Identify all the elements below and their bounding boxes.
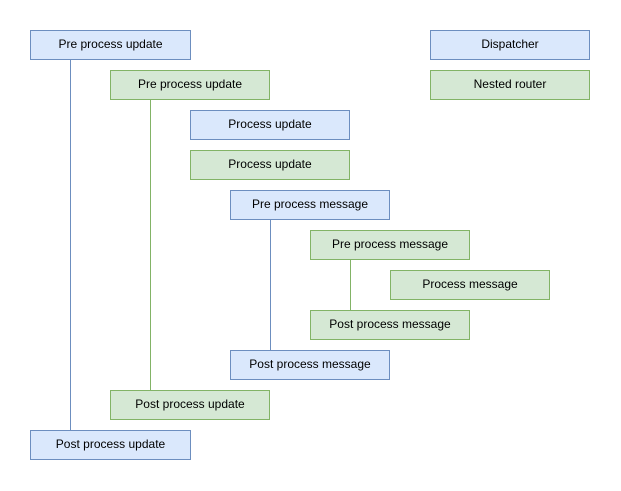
- node-process-message-router[interactable]: Process message: [390, 270, 550, 300]
- connector-router-message: [350, 260, 351, 310]
- node-pre-process-update-router[interactable]: Pre process update: [110, 70, 270, 100]
- connector-dispatcher-update: [70, 60, 71, 430]
- connector-dispatcher-message: [270, 220, 271, 350]
- connector-router-update: [150, 100, 151, 390]
- node-post-process-update-dispatcher[interactable]: Post process update: [30, 430, 191, 460]
- legend-nested-router[interactable]: Nested router: [430, 70, 590, 100]
- node-post-process-message-router[interactable]: Post process message: [310, 310, 470, 340]
- legend-dispatcher[interactable]: Dispatcher: [430, 30, 590, 60]
- node-post-process-message-dispatcher[interactable]: Post process message: [230, 350, 390, 380]
- node-process-update-router[interactable]: Process update: [190, 150, 350, 180]
- node-pre-process-update-dispatcher[interactable]: Pre process update: [30, 30, 191, 60]
- node-process-update-dispatcher[interactable]: Process update: [190, 110, 350, 140]
- node-pre-process-message-router[interactable]: Pre process message: [310, 230, 470, 260]
- node-post-process-update-router[interactable]: Post process update: [110, 390, 270, 420]
- node-pre-process-message-dispatcher[interactable]: Pre process message: [230, 190, 390, 220]
